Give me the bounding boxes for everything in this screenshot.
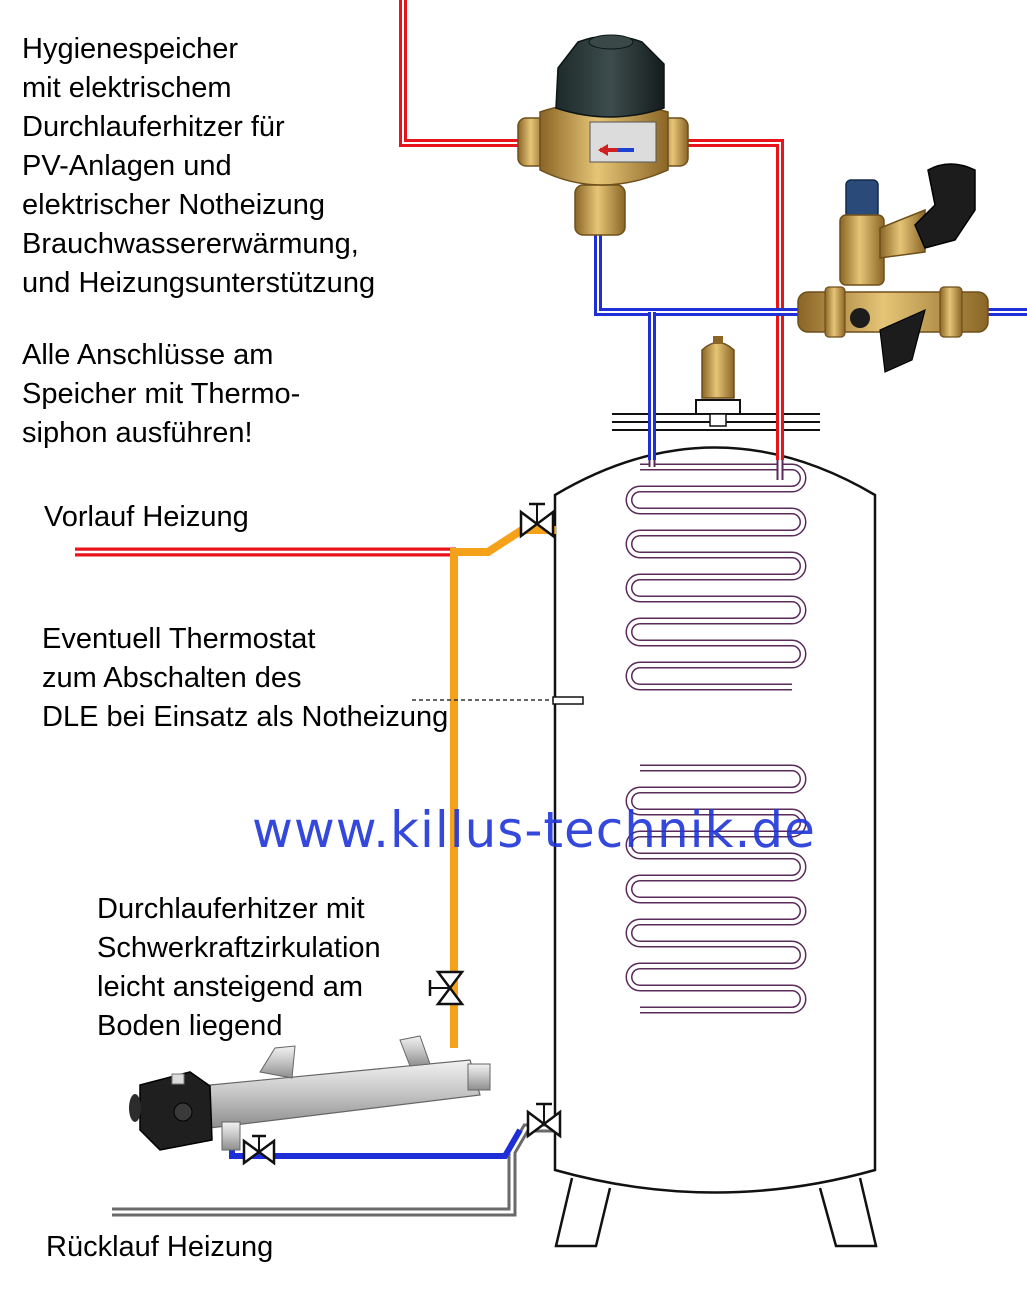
vorlauf-label: Vorlauf Heizung — [44, 501, 249, 533]
valve-bottom-right — [526, 1102, 562, 1139]
watermark-url[interactable]: www.killus-technik.de — [252, 801, 816, 859]
heater-return-pipe — [229, 1128, 523, 1159]
heater-label: Durchlauferhitzer mit Schwerkraftzirkula… — [97, 893, 381, 1042]
hot-water-pipe — [399, 0, 784, 460]
flow-heater-icon — [129, 1035, 491, 1151]
heater-riser-pipe — [450, 526, 556, 1048]
tank-leg-left — [554, 1177, 612, 1248]
safety-valve-group-icon — [797, 163, 989, 373]
thermostat-sleeve — [552, 696, 584, 705]
valve-heater-return — [242, 1134, 276, 1166]
ruecklauf-label: Rücklauf Heizung — [46, 1231, 274, 1263]
tank-leg-right — [818, 1177, 878, 1248]
valve-riser — [428, 970, 465, 1006]
valve-top-right — [519, 502, 555, 539]
automatic-air-vent-icon — [695, 336, 741, 427]
title-text: Hygienespeicher mit elektrischem Durchla… — [22, 33, 376, 299]
lower-heat-exchanger-coil — [625, 764, 807, 1014]
thermostatic-mixing-valve-icon — [517, 34, 689, 236]
thermostat-label: Eventuell Thermostat zum Abschalten des … — [42, 623, 449, 733]
cold-water-pipe — [594, 232, 1027, 460]
thermosiphon-note: Alle Anschlüsse am Speicher mit Thermo- … — [22, 339, 301, 449]
